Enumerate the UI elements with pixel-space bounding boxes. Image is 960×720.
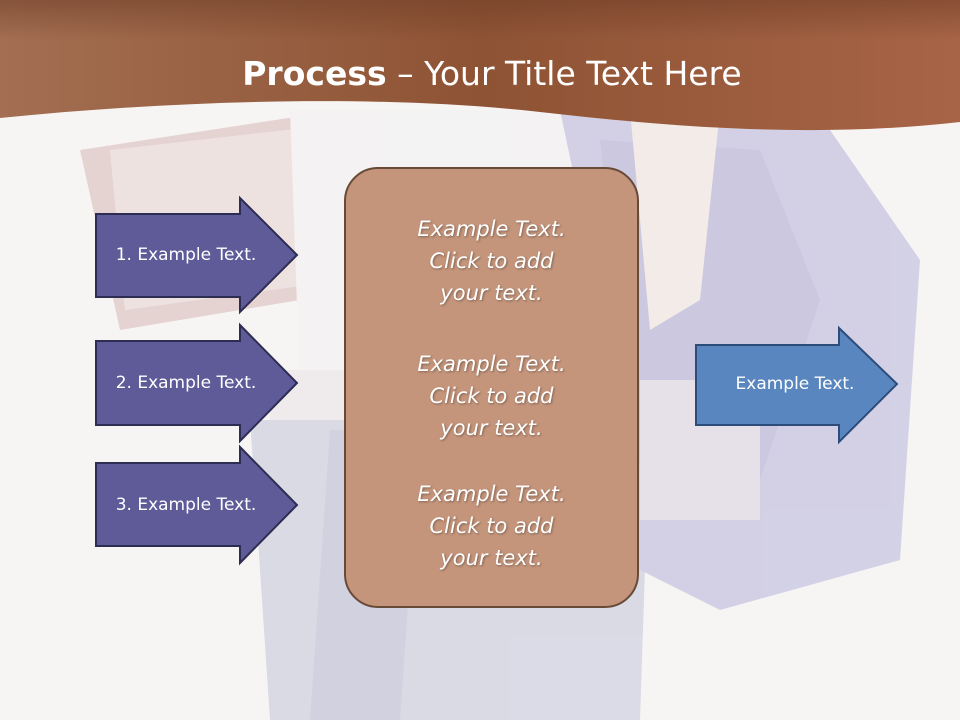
title-bold: Process <box>242 54 387 93</box>
right-arrow-shape <box>95 444 299 566</box>
center-block-2-line-2: Click to add <box>429 384 554 408</box>
center-block-2[interactable]: Example Text. Click to add your text. <box>346 348 637 444</box>
center-block-1-line-1: Example Text. <box>417 217 566 241</box>
center-block-2-line-1: Example Text. <box>417 352 566 376</box>
arrow-label-3[interactable]: 3. Example Text. <box>115 495 257 515</box>
center-block-1-line-3: your text. <box>440 281 543 305</box>
center-block-1-line-2: Click to add <box>429 249 554 273</box>
arrow-label-1[interactable]: 1. Example Text. <box>115 245 257 265</box>
right-arrow-label[interactable]: Example Text. <box>735 374 855 394</box>
arrow-label-2[interactable]: 2. Example Text. <box>115 373 257 393</box>
left-arrow-shapes <box>95 195 299 566</box>
center-block-2-line-3: your text. <box>440 416 543 440</box>
right-arrow-shape <box>95 322 299 444</box>
center-block-3-line-3: your text. <box>440 546 543 570</box>
center-block-3[interactable]: Example Text. Click to add your text. <box>346 478 637 574</box>
center-text-box[interactable]: Example Text. Click to add your text. Ex… <box>344 167 639 608</box>
center-block-3-line-1: Example Text. <box>417 482 566 506</box>
right-arrow-shape <box>695 325 899 445</box>
center-block-3-line-2: Click to add <box>429 514 554 538</box>
title-rest: – Your Title Text Here <box>386 54 742 93</box>
right-arrow-shape <box>95 195 299 315</box>
slide-title[interactable]: Process – Your Title Text Here <box>0 52 960 96</box>
center-block-1[interactable]: Example Text. Click to add your text. <box>346 213 637 309</box>
